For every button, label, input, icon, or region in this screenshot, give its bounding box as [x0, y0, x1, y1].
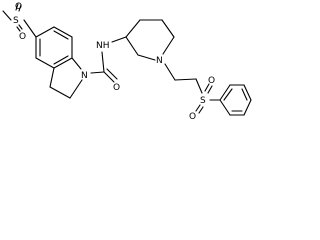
- bond-ph-1-inner: [223, 88, 233, 101]
- atom-labels: O S O N O NH N O S O: [13, 2, 215, 119]
- bond-c2-n1: [69, 79, 83, 99]
- bond-ph-3-inner: [241, 88, 248, 101]
- atom-o2b: O: [189, 112, 196, 119]
- bond-ch2b-s2: [195, 78, 203, 94]
- bond-n1-c7a: [71, 57, 82, 70]
- atom-o1a: O: [15, 2, 22, 12]
- bond-c3a-c3: [49, 67, 55, 88]
- bond-ring-c7-c6-inner: [53, 30, 69, 40]
- atom-s1: S: [13, 16, 19, 26]
- bond-s1-aryl: [23, 19, 37, 38]
- bond-c3-c2: [49, 86, 71, 99]
- atom-o1b: O: [19, 32, 26, 42]
- bond-ring-c7-c6: [53, 26, 73, 38]
- atom-amide-nh: NH: [96, 41, 110, 51]
- bond-ph-1: [219, 84, 231, 101]
- bond-s1-o1a-a: [15, 3, 19, 11]
- bond-ring-c4-c3a: [35, 57, 55, 69]
- bond-s1-o1b-b: [18, 24, 23, 30]
- bond-s1-o1a-b: [18, 4, 22, 12]
- bond-pip-n-c2: [137, 54, 156, 61]
- bond-s2-o2b-b: [198, 106, 204, 114]
- bond-ch2a-ch2b: [174, 78, 197, 81]
- bond-pip-c3-c4: [125, 19, 141, 38]
- bond-ring-c3a-c7a-inner: [53, 55, 69, 65]
- atom-o2a: O: [208, 76, 215, 86]
- bonds: [2, 3, 252, 116]
- bond-s1-o1b-a: [16, 26, 21, 32]
- bond-s2-o2a-b: [207, 85, 213, 94]
- bond-carbonyl-c-nh: [101, 51, 105, 73]
- bond-pip-c6-n: [162, 36, 175, 55]
- bond-s2-o2b-a: [195, 104, 201, 112]
- atom-indoline-n: N: [81, 71, 88, 81]
- structure-drawing: O S O N O NH N O S O: [2, 2, 252, 119]
- bond-ph-3: [243, 84, 252, 101]
- atom-carbonyl-o: O: [113, 83, 120, 93]
- bond-s2-o2a-a: [204, 83, 210, 92]
- bond-n1-carbonyl-c: [90, 71, 105, 74]
- bond-ring-c6-c5: [35, 26, 55, 38]
- bond-pip-c2-c3: [125, 36, 139, 56]
- bond-pip-c5-c6: [161, 19, 175, 38]
- bond-nh-c3: [111, 36, 127, 43]
- atom-s2: S: [200, 96, 206, 106]
- bond-carbonyl-c-o-a: [103, 71, 115, 83]
- bond-carbonyl-c-o-b: [106, 68, 118, 80]
- bond-ph-4: [243, 99, 252, 116]
- atom-piperidine-n: N: [156, 56, 163, 66]
- bond-methyl-s1: [2, 10, 12, 21]
- bond-n-ch2a: [164, 63, 176, 81]
- bond-ring-c3a-c7a: [53, 57, 73, 69]
- bond-ph-6: [219, 99, 231, 116]
